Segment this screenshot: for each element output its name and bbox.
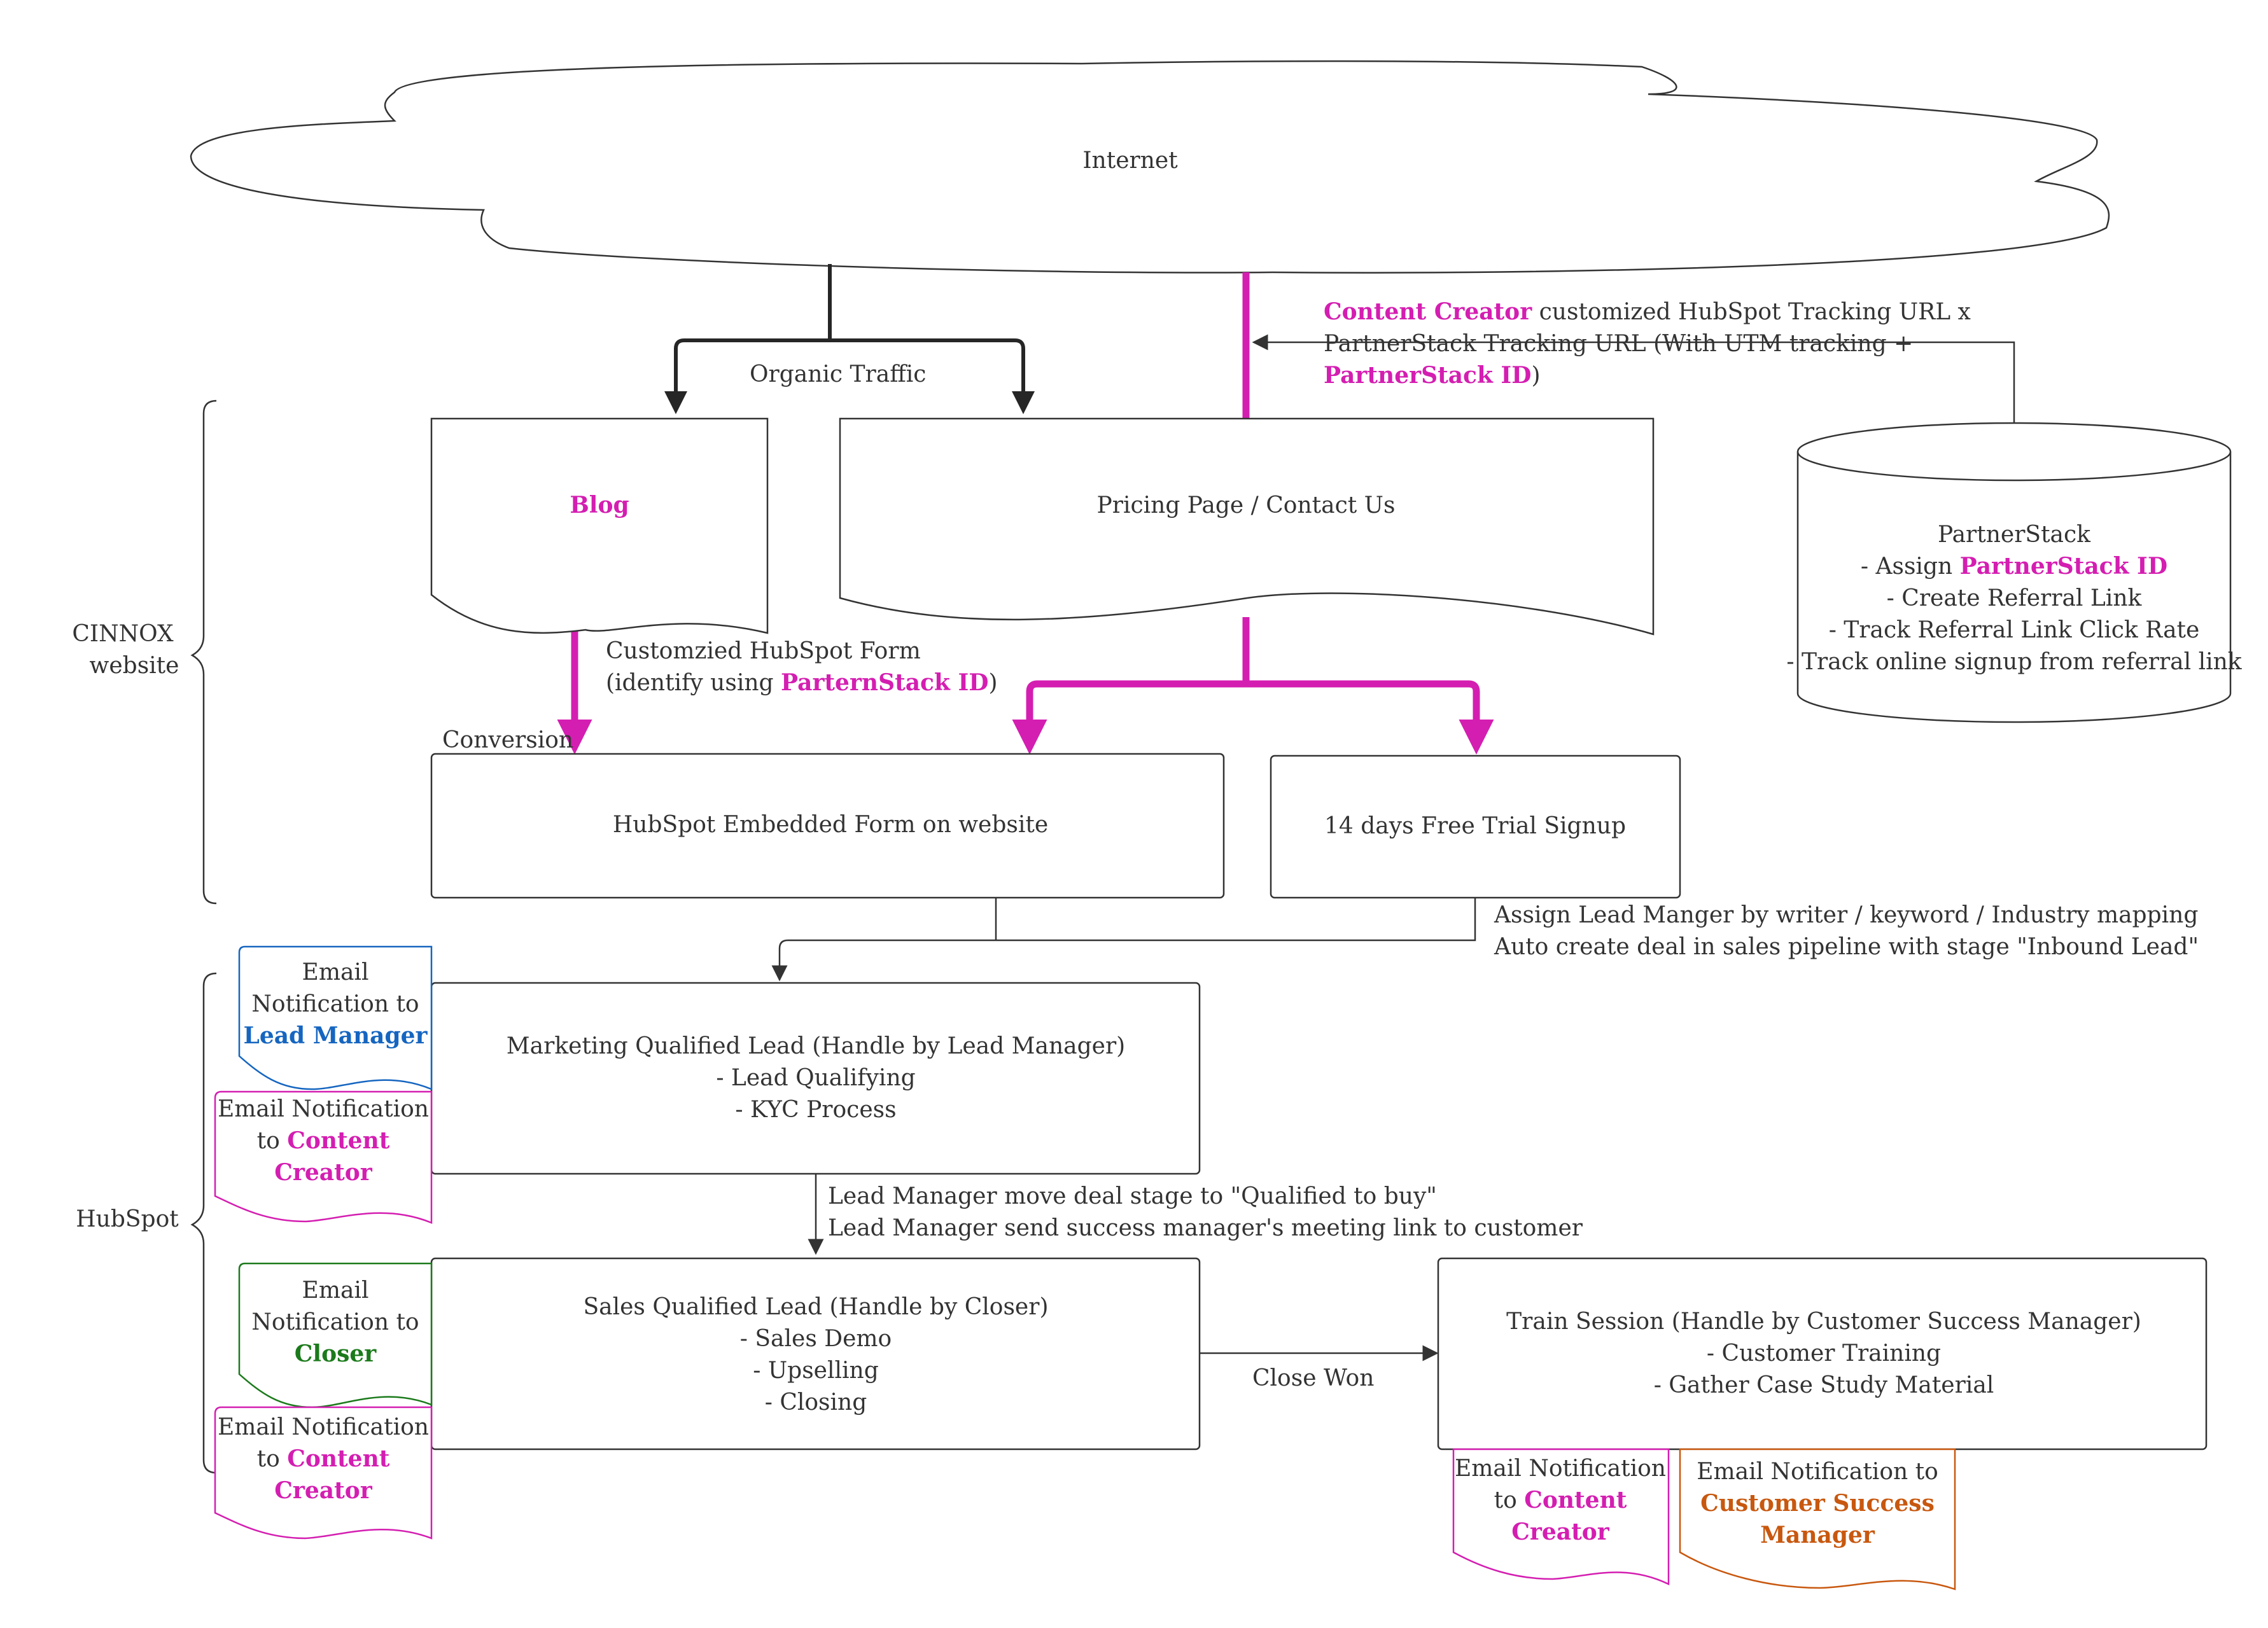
conversion-label: Conversion: [442, 727, 573, 753]
blog-label: Blog: [570, 492, 629, 518]
email-csm-line2: Customer Success: [1700, 1490, 1935, 1517]
email-notification-content-creator-train[interactable]: Email Notification to Content Creator: [1452, 1448, 1670, 1585]
email-content-creator-2-line1: Email Notification: [218, 1414, 429, 1440]
partnerstack-database[interactable]: PartnerStack - Assign PartnerStack ID - …: [1786, 422, 2243, 723]
partnerstack-item3: - Track Referral Link Click Rate: [1829, 617, 2200, 643]
train-line2: - Customer Training: [1707, 1340, 1941, 1367]
svg-text:- Assign PartnerStack ID: - Assign PartnerStack ID: [1861, 553, 2167, 580]
train-line1: Train Session (Handle by Customer Succes…: [1506, 1309, 2141, 1335]
partnerstack-title: PartnerStack: [1938, 522, 2091, 548]
organic-traffic-connector-pricing: [830, 338, 1035, 414]
lead-manager-move-line2: Lead Manager send success manager's meet…: [828, 1215, 1583, 1241]
customized-form-line2-suffix: ): [989, 670, 998, 696]
email-notification-customer-success-manager[interactable]: Email Notification to Customer Success M…: [1679, 1448, 1956, 1590]
email-content-creator-1-line2-prefix: to: [257, 1128, 288, 1154]
embedded-form-box[interactable]: HubSpot Embedded Form on website: [430, 753, 1225, 899]
svg-text:PartnerStack ID): PartnerStack ID): [1324, 362, 1541, 389]
email-content-creator-2-line3: Creator: [274, 1477, 372, 1504]
email-content-creator-1-highlight: Content: [287, 1127, 390, 1154]
email-closer-line1: Email: [302, 1277, 369, 1304]
internet-label: Internet: [1082, 148, 1178, 174]
sql-line1: Sales Qualified Lead (Handle by Closer): [583, 1294, 1048, 1320]
svg-text:(identify using ParternStack I: (identify using ParternStack ID): [606, 669, 998, 696]
cinnox-website-group: CINNOX website: [72, 400, 217, 905]
hubspot-brace: [190, 972, 217, 1474]
partnerstack-item4: - Track online signup from referral link: [1786, 649, 2242, 675]
trial-to-mql-connector: [771, 897, 1476, 982]
train-line3: - Gather Case Study Material: [1654, 1372, 1994, 1398]
train-session-box[interactable]: Train Session (Handle by Customer Succes…: [1437, 1257, 2208, 1451]
tracking-url-partnerstack-id: PartnerStack ID: [1324, 362, 1531, 389]
email-content-creator-1-line3: Creator: [274, 1159, 372, 1186]
organic-traffic-connector-blog: [664, 338, 830, 414]
email-notification-lead-manager[interactable]: Email Notification to Lead Manager: [238, 945, 433, 1090]
partnerstack-item1: - Assign: [1861, 553, 1960, 580]
email-lead-manager-line1: Email: [302, 959, 369, 985]
partnerstack-id-highlight: PartnerStack ID: [1960, 553, 2167, 580]
tracking-url-line2: PartnerStack Tracking URL (With UTM trac…: [1324, 331, 1913, 357]
pricing-to-form-connector: [1012, 680, 1246, 755]
lead-manager-move-label: Lead Manager move deal stage to "Qualifi…: [828, 1183, 1583, 1241]
organic-traffic-label: Organic Traffic: [750, 361, 926, 387]
svg-text:to Content: to Content: [257, 1445, 390, 1472]
customized-form-line1: Customzied HubSpot Form: [606, 638, 921, 664]
pricing-document[interactable]: Pricing Page / Contact Us: [839, 417, 1655, 636]
email-csm-line1: Email Notification to: [1697, 1459, 1938, 1485]
partnerstack-id-form-highlight: ParternStack ID: [781, 669, 988, 696]
customized-form-label: Customzied HubSpot Form (identify using …: [606, 638, 998, 696]
partnerstack-tracking-connector: [1252, 334, 2015, 423]
tracking-url-line3: ): [1531, 363, 1540, 389]
email-content-creator-1-line1: Email Notification: [218, 1096, 429, 1122]
close-won-label: Close Won: [1252, 1365, 1374, 1391]
email-content-creator-3-line2-prefix: to: [1494, 1487, 1525, 1513]
mql-box[interactable]: Marketing Qualified Lead (Handle by Lead…: [430, 982, 1201, 1175]
cinnox-label-line2: website: [90, 653, 179, 679]
pricing-label: Pricing Page / Contact Us: [1097, 492, 1396, 518]
email-content-creator-2-highlight: Content: [287, 1445, 390, 1472]
embedded-form-label: HubSpot Embedded Form on website: [613, 812, 1048, 838]
assign-lead-line1: Assign Lead Manger by writer / keyword /…: [1494, 902, 2198, 928]
sql-line4: - Closing: [765, 1389, 867, 1416]
cinnox-brace: [190, 400, 217, 905]
email-closer-line3: Closer: [295, 1340, 377, 1367]
email-lead-manager-line2: Notification to: [251, 991, 419, 1017]
free-trial-box[interactable]: 14 days Free Trial Signup: [1270, 755, 1681, 899]
email-content-creator-2-line2-prefix: to: [257, 1446, 288, 1472]
assign-lead-label: Assign Lead Manger by writer / keyword /…: [1494, 902, 2199, 960]
blog-document[interactable]: Blog: [430, 417, 769, 634]
pricing-to-trial-connector: [1246, 680, 1494, 755]
svg-text:to Content: to Content: [257, 1127, 390, 1154]
cinnox-label-line1: CINNOX: [72, 621, 174, 647]
mql-line2: - Lead Qualifying: [716, 1065, 915, 1091]
mql-line1: Marketing Qualified Lead (Handle by Lead…: [507, 1033, 1125, 1059]
email-notification-content-creator-sql[interactable]: Email Notification to Content Creator: [214, 1406, 433, 1540]
email-content-creator-3-highlight: Content: [1524, 1487, 1627, 1513]
customized-form-line2-prefix: (identify using: [606, 670, 781, 696]
internet-cloud: Internet: [190, 60, 2110, 274]
email-content-creator-3-line1: Email Notification: [1455, 1456, 1666, 1482]
email-notification-closer[interactable]: Email Notification to Closer: [238, 1262, 433, 1409]
assign-lead-line2: Auto create deal in sales pipeline with …: [1494, 934, 2199, 960]
tracking-url-highlight: Content Creator: [1324, 298, 1532, 325]
tracking-url-label: Content Creator customized HubSpot Track…: [1324, 298, 1971, 389]
email-content-creator-3-line3: Creator: [1511, 1519, 1609, 1545]
sql-line2: - Sales Demo: [740, 1326, 892, 1352]
email-lead-manager-line3: Lead Manager: [244, 1022, 428, 1049]
email-notification-content-creator-mql[interactable]: Email Notification to Content Creator: [214, 1090, 433, 1224]
sql-box[interactable]: Sales Qualified Lead (Handle by Closer) …: [430, 1257, 1201, 1451]
lead-manager-move-line1: Lead Manager move deal stage to "Qualifi…: [828, 1183, 1437, 1209]
email-csm-line3: Manager: [1760, 1522, 1875, 1548]
mql-line3: - KYC Process: [735, 1097, 896, 1123]
sql-line3: - Upselling: [753, 1358, 879, 1384]
svg-text:Content Creator customized Hub: Content Creator customized HubSpot Track…: [1324, 298, 1971, 325]
partnerstack-item2: - Create Referral Link: [1887, 585, 2143, 611]
hubspot-label: HubSpot: [76, 1206, 179, 1232]
free-trial-label: 14 days Free Trial Signup: [1324, 813, 1626, 839]
hubspot-group: HubSpot: [76, 972, 217, 1474]
svg-text:to Content: to Content: [1494, 1487, 1627, 1513]
email-closer-line2: Notification to: [251, 1309, 419, 1335]
tracking-url-line1: customized HubSpot Tracking URL x: [1532, 299, 1971, 325]
